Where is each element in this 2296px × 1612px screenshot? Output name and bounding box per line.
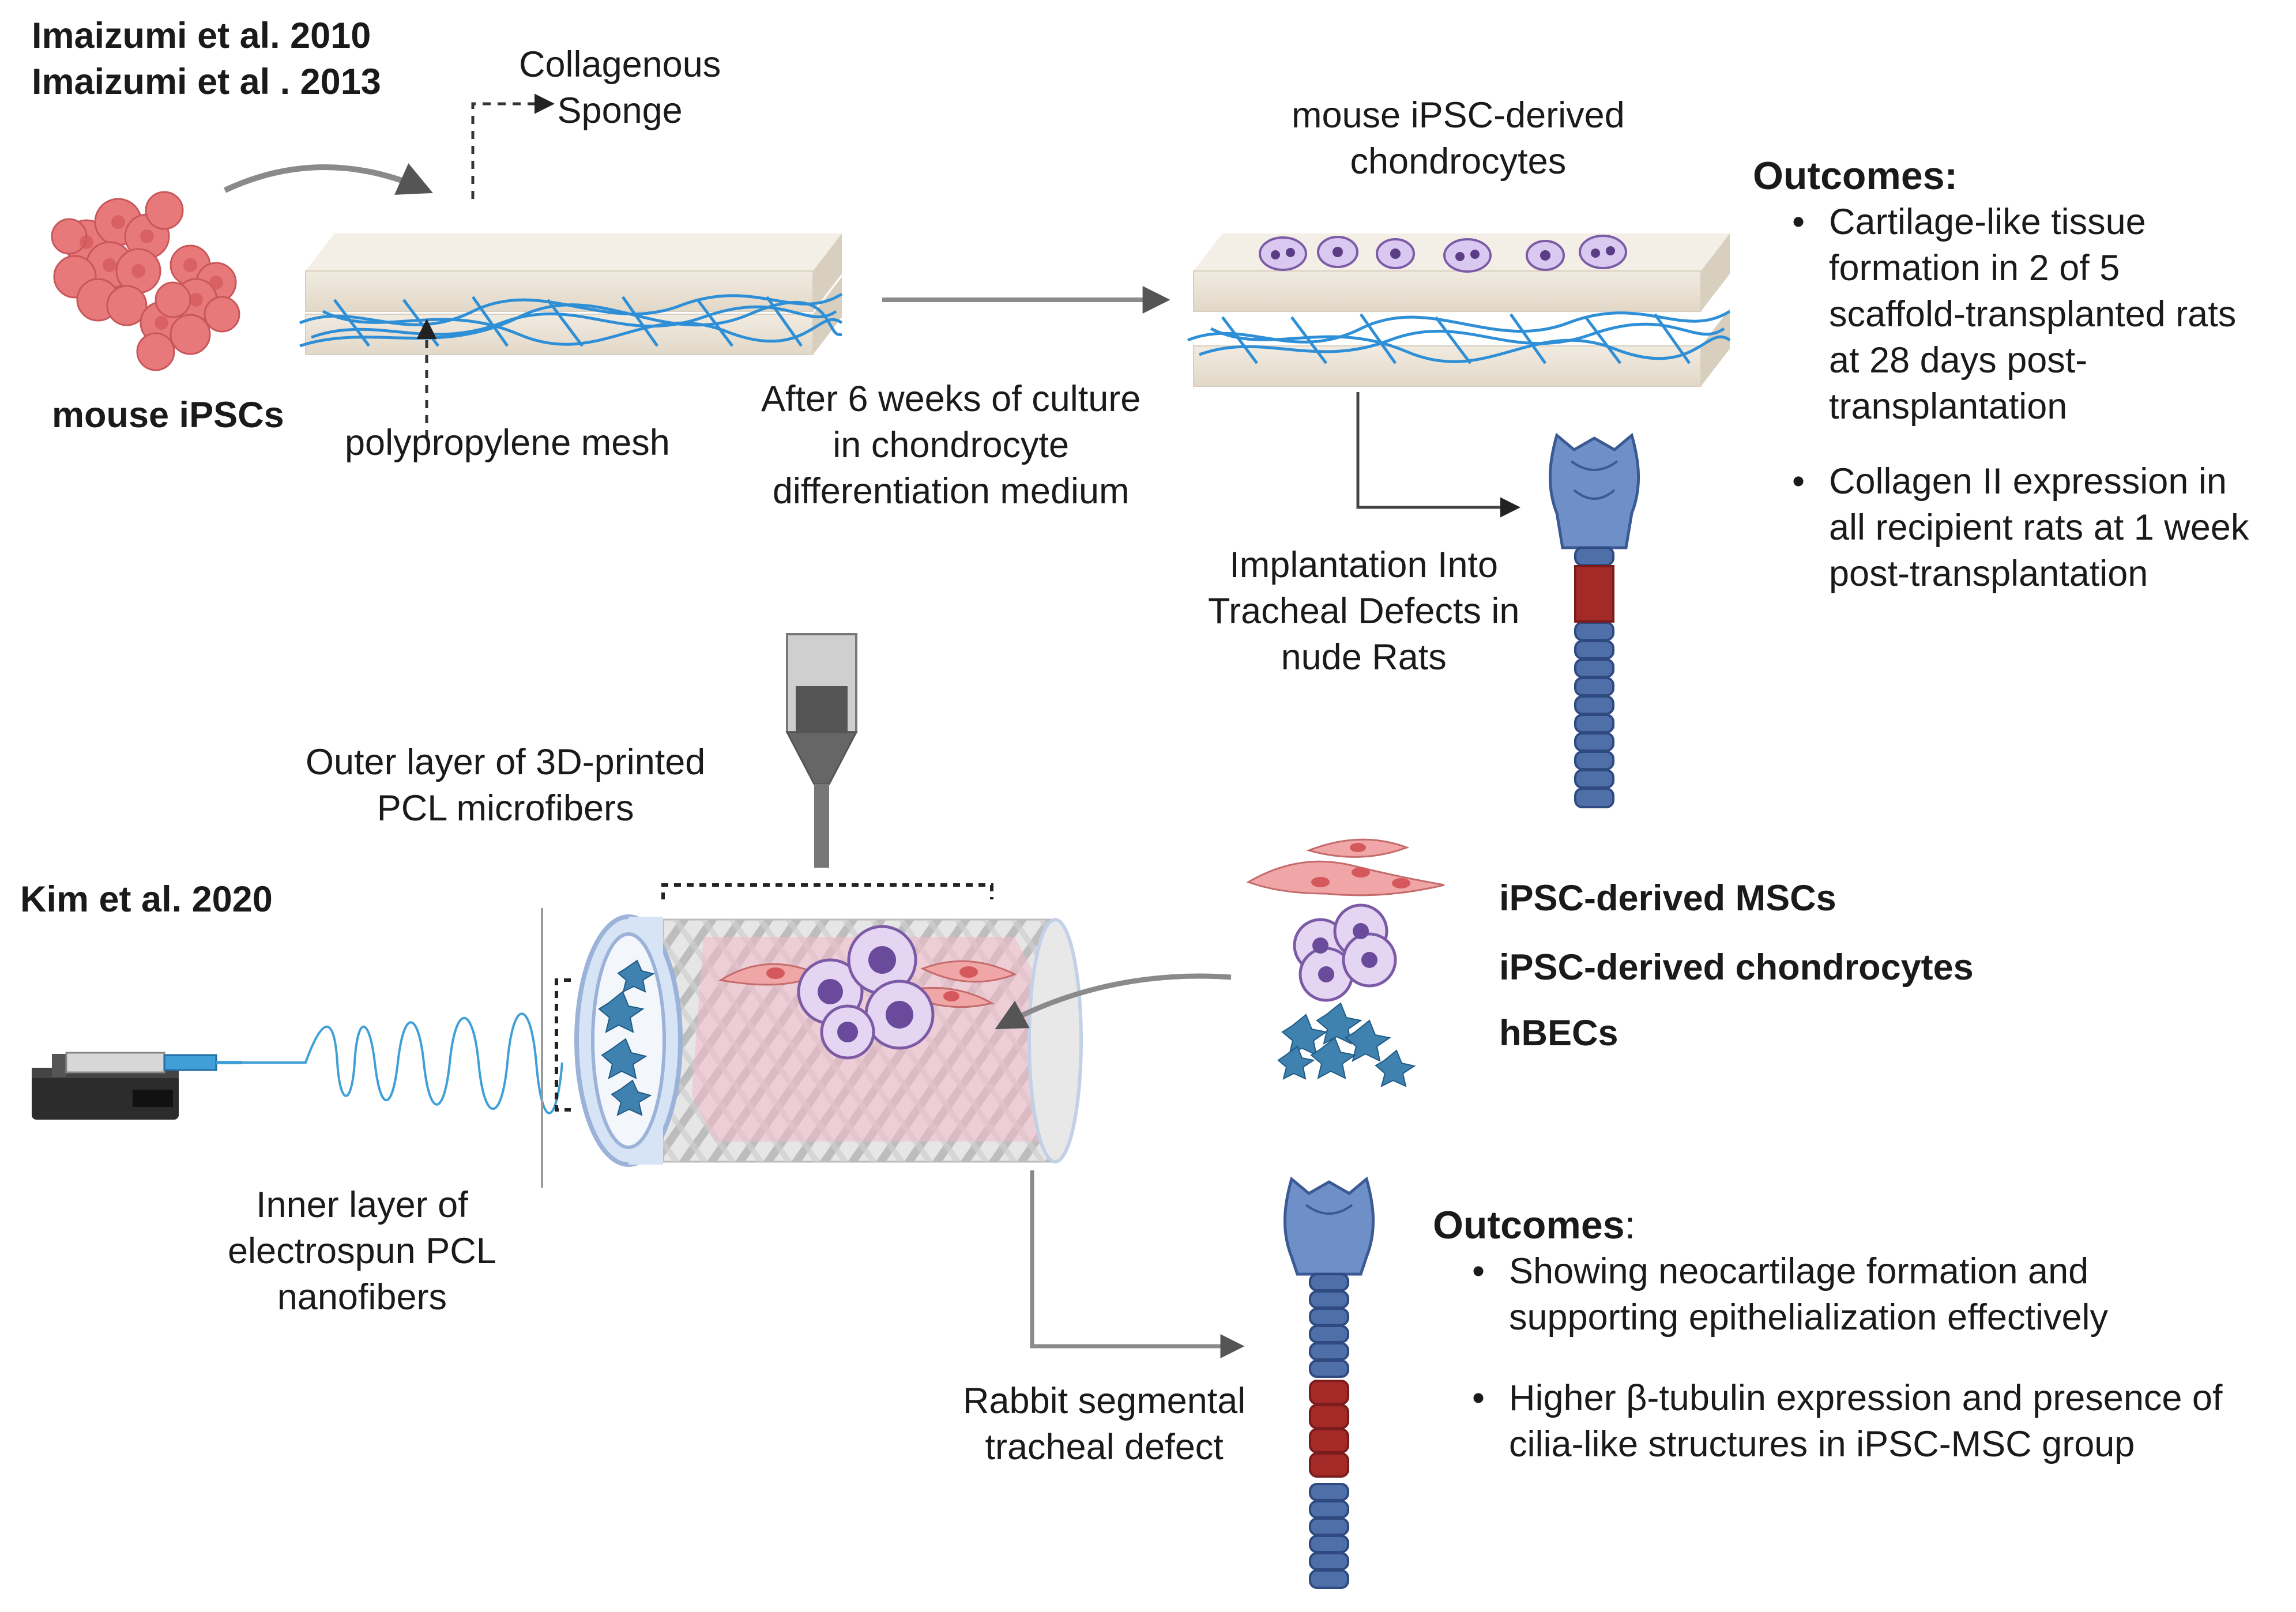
outer-layer-bracket: [661, 883, 993, 899]
mesh-label: polypropylene mesh: [345, 423, 670, 463]
msc-icon: [1246, 838, 1445, 897]
inner-hbec-cells: [598, 959, 655, 1116]
bottom-outcomes-list: Showing neocartilage formation and suppo…: [1467, 1248, 2222, 1513]
cell-seeding-arrow: [995, 973, 1232, 1030]
chondrocyte-cluster-icon: [1293, 903, 1397, 1002]
cell-type-chondrocyte-label: iPSC-derived chondrocytes: [1499, 947, 1974, 988]
cell-type-hbec-label: hBECs: [1499, 1013, 1619, 1053]
top-citation-2013: Imaizumi et al . 2013: [32, 62, 381, 102]
implant-arrow: [1356, 392, 1520, 518]
syringe-pump-icon: [32, 1052, 242, 1120]
tubular-scaffold: [574, 914, 1083, 1167]
implant-label: Implantation Into Tracheal Defects in nu…: [1208, 545, 1520, 677]
bottom-citation: Kim et al. 2020: [20, 879, 273, 920]
sponge-label: Collagenous Sponge: [519, 44, 721, 131]
electrospun-fiber-icon: [242, 1012, 563, 1114]
top-outcomes-title: Outcomes:: [1753, 154, 1958, 198]
bottom-outcome-item: Higher β-tubulin expression and presence…: [1467, 1375, 2222, 1467]
top-outcome-item: Cartilage-like tissue formation in 2 of …: [1787, 199, 2249, 430]
inner-layer-label: Inner layer of electrospun PCL nanofiber…: [228, 1185, 496, 1317]
chondrocyte-scaffold: [1187, 233, 1731, 387]
rat-trachea-icon: [1548, 432, 1640, 808]
chondrocytes-label: mouse iPSC-derived chondrocytes: [1292, 95, 1625, 182]
chondrocyte-icons: [1259, 235, 1627, 273]
hbec-icon: [1277, 1002, 1416, 1087]
top-citation-2010: Imaizumi et al. 2010: [32, 16, 371, 56]
inner-layer-bracket: [555, 978, 571, 1112]
culture-label: After 6 weeks of culture in chondrocyte …: [761, 379, 1141, 511]
top-outcome-item: Collagen II expression in all recipient …: [1787, 458, 2249, 597]
top-outcomes-list: Cartilage-like tissue formation in 2 of …: [1787, 199, 2249, 643]
rabbit-implant-arrow: [1030, 1170, 1245, 1358]
rabbit-defect-segment: [1309, 1380, 1349, 1478]
defect-label: Rabbit segmental tracheal defect: [963, 1381, 1246, 1467]
bottom-outcomes-title: Outcomes:: [1433, 1203, 1636, 1247]
seed-arrow: [223, 163, 433, 195]
outer-layer-label: Outer layer of 3D-printed PCL microfiber…: [306, 742, 706, 828]
print-nozzle-icon: [785, 633, 858, 868]
sponge-mesh-scaffold: [299, 233, 843, 355]
defect-segment: [1574, 565, 1614, 623]
bottom-outcome-item: Showing neocartilage formation and suppo…: [1467, 1248, 2222, 1340]
rabbit-trachea-icon: [1283, 1176, 1375, 1589]
ipsc-cluster-icon: [51, 191, 240, 371]
cell-type-msc-label: iPSC-derived MSCs: [1499, 878, 1836, 918]
mouse-ipscs-label: mouse iPSCs: [52, 395, 284, 435]
sponge-pointer: [471, 93, 555, 199]
polypropylene-mesh-icon: [299, 292, 843, 348]
